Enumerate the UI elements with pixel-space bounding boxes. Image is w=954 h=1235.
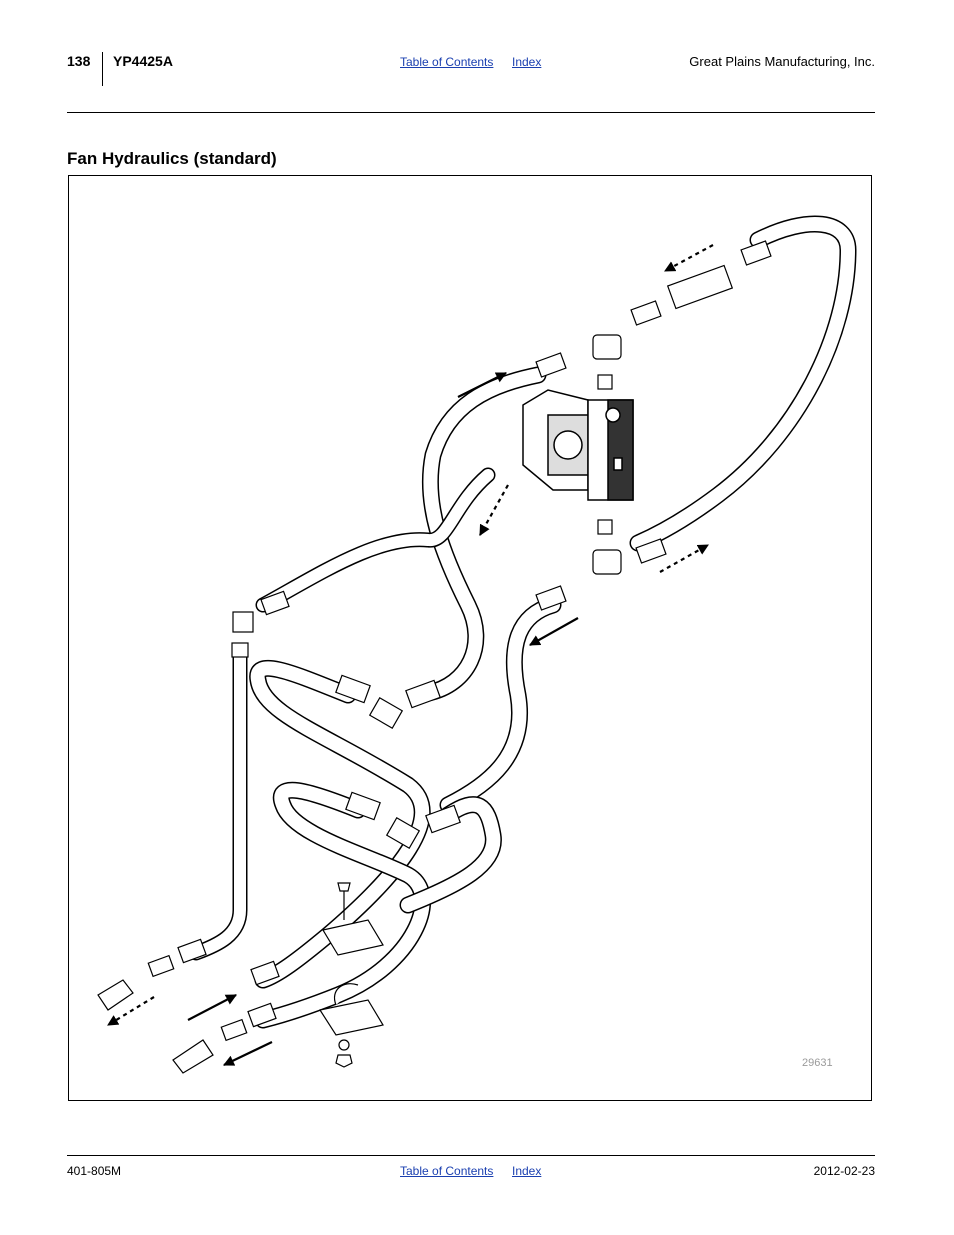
figure-frame: [68, 175, 872, 1101]
section-title: Fan Hydraulics (standard): [67, 149, 277, 168]
footer-rule: [67, 1155, 875, 1156]
header-divider: [102, 52, 103, 86]
footer-index-link[interactable]: Index: [512, 1164, 542, 1178]
footer-toc-link[interactable]: Table of Contents: [400, 1164, 494, 1178]
hydraulic-diagram: [97, 215, 857, 1074]
return-hose: [629, 215, 857, 552]
publication-date: 2012-02-23: [813, 1164, 875, 1178]
case-drain-hose: [439, 596, 562, 814]
hydraulic-pump: [522, 389, 634, 501]
flow-arrows: [187, 372, 579, 1066]
fittings: [97, 240, 772, 1074]
page-number: 138: [67, 53, 91, 69]
vertical-hose: [188, 647, 248, 961]
header-toc-link[interactable]: Table of Contents: [400, 55, 494, 69]
document-number: 401-805M: [67, 1164, 122, 1178]
long-hose-left: [255, 467, 496, 613]
company-name: Great Plains Manufacturing, Inc.: [689, 54, 875, 69]
dashed-flow-arrows: [107, 244, 714, 1026]
header-rule: [67, 112, 875, 113]
pressure-hose: [419, 366, 547, 702]
figure-id: 29631: [802, 1057, 833, 1069]
header-index-link[interactable]: Index: [512, 55, 542, 69]
mounting-bracket: [319, 882, 384, 1068]
model-number: YP4425A: [113, 53, 173, 69]
loop-hose-lower: [254, 781, 502, 1029]
